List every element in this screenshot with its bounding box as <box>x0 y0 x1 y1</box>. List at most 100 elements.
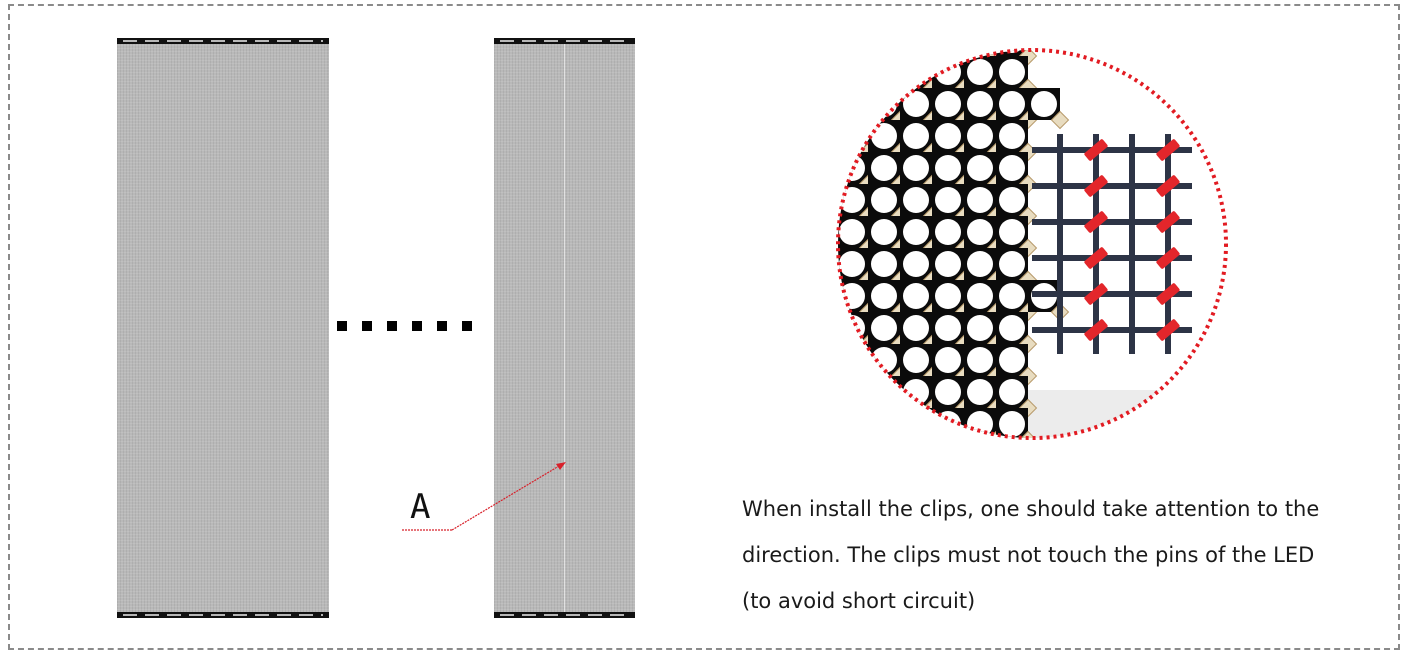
dot <box>412 321 422 331</box>
mesh-cell <box>838 376 868 408</box>
mesh-cell <box>900 56 932 88</box>
mesh-hole <box>871 123 897 149</box>
caption-line: (to avoid short circuit) <box>742 589 976 613</box>
mesh-hole <box>967 283 993 309</box>
led-mesh-zoom-icon <box>836 48 1228 481</box>
mesh-hole <box>999 411 1025 437</box>
mesh-hole <box>935 50 961 53</box>
mesh-cell <box>838 120 868 152</box>
mesh-hole <box>871 443 897 469</box>
mesh-hole <box>903 187 929 213</box>
mesh-cell <box>868 408 900 438</box>
mesh-hole <box>935 187 961 213</box>
mesh-hole <box>903 155 929 181</box>
mesh-cell <box>964 440 996 472</box>
led-pixel <box>956 464 973 481</box>
mesh-hole <box>967 155 993 181</box>
mesh-hole <box>967 379 993 405</box>
caption-line: When install the clips, one should take … <box>742 497 1320 521</box>
red-arrow-pointer-icon <box>402 462 566 531</box>
mesh-hole <box>935 347 961 373</box>
mesh-hole <box>999 123 1025 149</box>
mesh-cell <box>838 408 868 438</box>
led-panel-left <box>117 40 329 616</box>
mesh-hole <box>967 91 993 117</box>
mesh-hole <box>903 347 929 373</box>
mesh-cell <box>900 408 932 438</box>
panel-left-bottom-cap <box>117 612 329 618</box>
mesh-cell <box>996 440 1028 472</box>
mesh-hole <box>871 219 897 245</box>
mesh-hole <box>935 283 961 309</box>
mesh-hole <box>935 91 961 117</box>
led-pixel <box>922 430 942 438</box>
mesh-cell <box>838 56 868 88</box>
led-pixel <box>1018 430 1038 438</box>
mesh-hole <box>871 59 897 85</box>
mesh-hole <box>871 283 897 309</box>
panel-left-top-cap <box>117 38 329 44</box>
mesh-hole <box>935 59 961 85</box>
panel-joint-seam <box>564 40 565 616</box>
mesh-hole <box>903 283 929 309</box>
dot <box>362 321 372 331</box>
mesh-hole <box>903 251 929 277</box>
mesh-hole <box>903 123 929 149</box>
clip-icon <box>1156 175 1180 197</box>
mesh-cell <box>932 440 964 472</box>
mesh-cell <box>964 50 996 56</box>
mesh-hole <box>839 91 865 117</box>
clip-icon <box>1084 175 1108 197</box>
mesh-hole <box>999 187 1025 213</box>
led-pixel <box>858 50 878 66</box>
mesh-cell <box>868 56 900 88</box>
led-pixel <box>1050 110 1070 130</box>
led-pixel <box>858 398 878 418</box>
mesh-hole <box>871 155 897 181</box>
mesh-hole <box>903 59 929 85</box>
mesh-cell <box>868 440 900 472</box>
mesh-cell <box>838 88 868 120</box>
mesh-hole <box>871 50 897 53</box>
mesh-hole <box>903 91 929 117</box>
mesh-hole <box>839 123 865 149</box>
mesh-hole <box>839 347 865 373</box>
mesh-hole <box>999 59 1025 85</box>
dot <box>462 321 472 331</box>
dot <box>387 321 397 331</box>
clip-icon <box>1084 283 1108 305</box>
mesh-hole <box>839 59 865 85</box>
callout-label-a: A <box>410 487 431 527</box>
led-pixel <box>924 464 941 481</box>
mesh-hole <box>871 251 897 277</box>
panel-right-bottom-cap <box>494 612 635 618</box>
caption-line: direction. The clips must not touch the … <box>742 543 1315 567</box>
mesh-hole <box>935 443 961 469</box>
led-pixel <box>890 430 910 438</box>
mesh-hole <box>967 315 993 341</box>
mesh-hole <box>935 123 961 149</box>
led-pixel <box>858 110 878 130</box>
mesh-hole <box>935 219 961 245</box>
mesh-hole <box>839 50 865 53</box>
mesh-hole <box>839 411 865 437</box>
dot <box>337 321 347 331</box>
mesh-hole <box>967 59 993 85</box>
mesh-hole <box>871 187 897 213</box>
led-pixel <box>890 50 910 66</box>
mesh-cell <box>838 344 868 376</box>
clip-icon <box>1156 139 1180 161</box>
led-pixel <box>858 78 878 98</box>
mesh-hole <box>935 155 961 181</box>
mesh-hole <box>839 219 865 245</box>
led-pixel <box>954 430 974 438</box>
led-pixel <box>988 464 1005 481</box>
mesh-hole <box>999 379 1025 405</box>
mesh-hole <box>839 379 865 405</box>
mesh-hole <box>1031 91 1057 117</box>
mesh-hole <box>903 411 929 437</box>
led-pixel <box>1020 464 1037 481</box>
mesh-hole <box>967 219 993 245</box>
mesh-hole <box>999 155 1025 181</box>
